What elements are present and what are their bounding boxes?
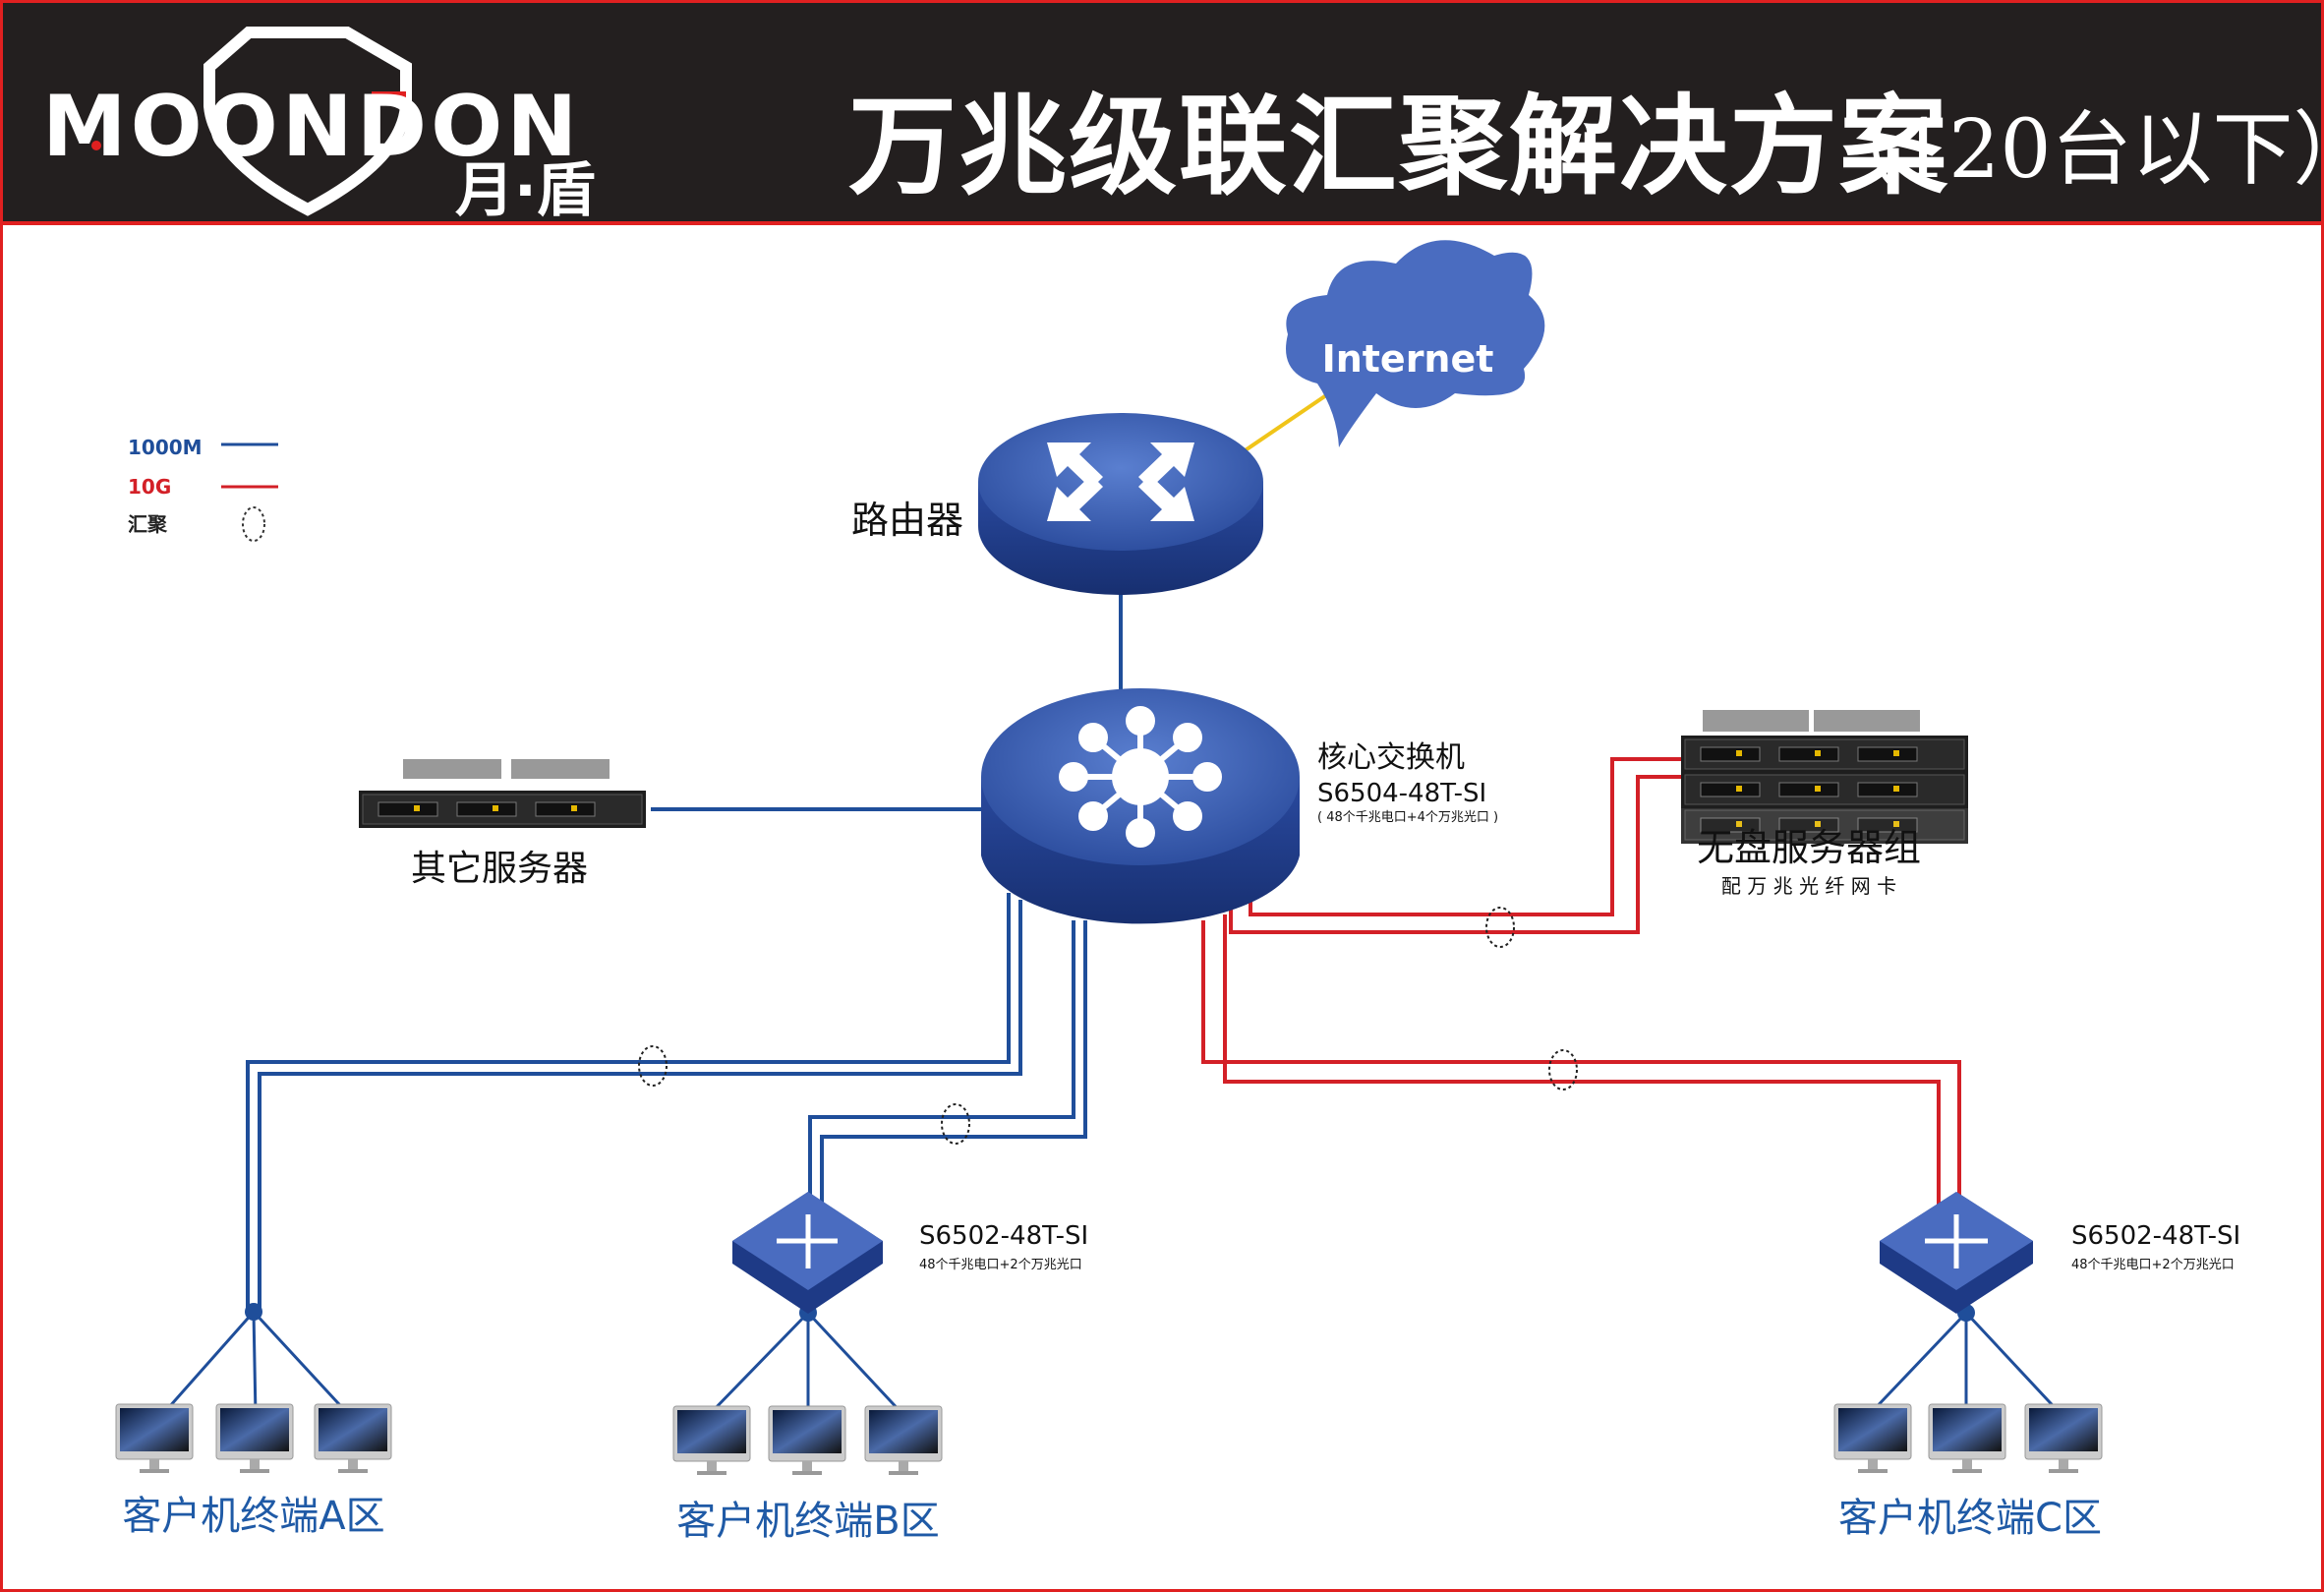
pc-icon bbox=[672, 1405, 751, 1476]
core-switch-ports: ( 48个千兆电口+4个万兆光口 ) bbox=[1317, 810, 1498, 825]
pc-icon bbox=[2024, 1403, 2103, 1474]
legend-10g-label: 10G bbox=[128, 475, 171, 499]
zone-a-pc-link-2 bbox=[252, 1311, 258, 1417]
switch-c-ports: 48个千兆电口+2个万兆光口 bbox=[2071, 1258, 2235, 1272]
router-label: 路由器 bbox=[851, 499, 963, 542]
logo-wordmark: MOONDON bbox=[42, 78, 582, 176]
diskless-aggregation-icon bbox=[1485, 907, 1515, 948]
internet-cloud: Internet bbox=[1286, 240, 1545, 447]
diskless-servers-sub: 配 万 兆 光 纤 网 卡 bbox=[1721, 874, 1896, 898]
zone-b-aggregation-icon bbox=[941, 1103, 970, 1145]
zone-c-link-1 bbox=[1201, 920, 1961, 1200]
diskless-servers-icon bbox=[1680, 710, 1969, 845]
switch-b-model: S6502-48T-SI bbox=[919, 1221, 1088, 1251]
zone-a-hub-dot bbox=[245, 1303, 262, 1321]
zone-c-label: 客户机终端C区 bbox=[1838, 1496, 2102, 1541]
legend-aggregation-icon bbox=[242, 506, 265, 542]
zone-c-aggregation-icon bbox=[1548, 1049, 1578, 1091]
zone-c-pcs bbox=[1833, 1403, 2103, 1474]
zone-a-pc-link-3 bbox=[252, 1310, 352, 1418]
zone-a-link-1 bbox=[246, 893, 1011, 1308]
legend: 1000M 10G 汇聚 bbox=[128, 436, 278, 542]
other-servers-icon bbox=[358, 759, 647, 829]
diskless-servers-label: 无盘服务器组 bbox=[1697, 826, 1921, 869]
other-servers-label: 其它服务器 bbox=[411, 849, 588, 889]
zone-b-pc-link-3 bbox=[806, 1311, 906, 1418]
zone-a-aggregation-icon bbox=[638, 1045, 668, 1087]
diskless-link-2 bbox=[1229, 775, 1683, 934]
pc-icon bbox=[215, 1403, 294, 1474]
access-switch-b-icon bbox=[732, 1192, 883, 1314]
access-switch-c-icon bbox=[1880, 1192, 2033, 1314]
diskless-link-1 bbox=[1249, 757, 1683, 916]
zone-b-pc-link-1 bbox=[706, 1311, 810, 1418]
page-subtitle: （120台以下） bbox=[1817, 103, 2324, 197]
switch-c-model: S6502-48T-SI bbox=[2071, 1221, 2240, 1251]
pc-icon bbox=[115, 1403, 194, 1474]
logo-chinese: 月·盾 bbox=[455, 156, 596, 225]
zone-b-label: 客户机终端B区 bbox=[676, 1499, 939, 1544]
zone-c-link-2 bbox=[1223, 914, 1941, 1209]
zone-b-link-2 bbox=[820, 920, 1087, 1209]
internet-label: Internet bbox=[1322, 337, 1494, 381]
pc-icon bbox=[1928, 1403, 2006, 1474]
header-banner: MOONDON 月·盾 万兆级联汇聚解决方案 （120台以下） bbox=[3, 3, 2324, 225]
zone-a-link-2 bbox=[258, 900, 1022, 1308]
zone-a-pcs bbox=[115, 1403, 392, 1474]
zone-c-pc-link-1 bbox=[1866, 1311, 1968, 1418]
switch-b-ports: 48个千兆电口+2个万兆光口 bbox=[919, 1258, 1082, 1272]
pc-icon bbox=[768, 1405, 846, 1476]
zone-a-label: 客户机终端A区 bbox=[122, 1494, 384, 1539]
router-icon: 路由器 bbox=[851, 413, 1263, 595]
shield-logo-icon bbox=[91, 27, 412, 216]
zone-a-pc-link-1 bbox=[159, 1311, 256, 1417]
legend-1000m-label: 1000M bbox=[128, 436, 203, 459]
page-title: 万兆级联汇聚解决方案 bbox=[848, 83, 1949, 209]
core-switch-model: S6504-48T-SI bbox=[1317, 779, 1486, 808]
links bbox=[159, 391, 2064, 1418]
core-switch-icon bbox=[981, 688, 1300, 924]
legend-aggregation-label: 汇聚 bbox=[128, 512, 168, 536]
moondon-logo: MOONDON 月·盾 bbox=[23, 13, 612, 225]
core-switch-name: 核心交换机 bbox=[1317, 740, 1465, 775]
pc-icon bbox=[1833, 1403, 1912, 1474]
pc-icon bbox=[864, 1405, 943, 1476]
pc-icon bbox=[314, 1403, 392, 1474]
zone-c-pc-link-3 bbox=[1964, 1311, 2064, 1418]
zone-b-pcs bbox=[672, 1405, 943, 1476]
zone-b-link-1 bbox=[808, 920, 1075, 1209]
